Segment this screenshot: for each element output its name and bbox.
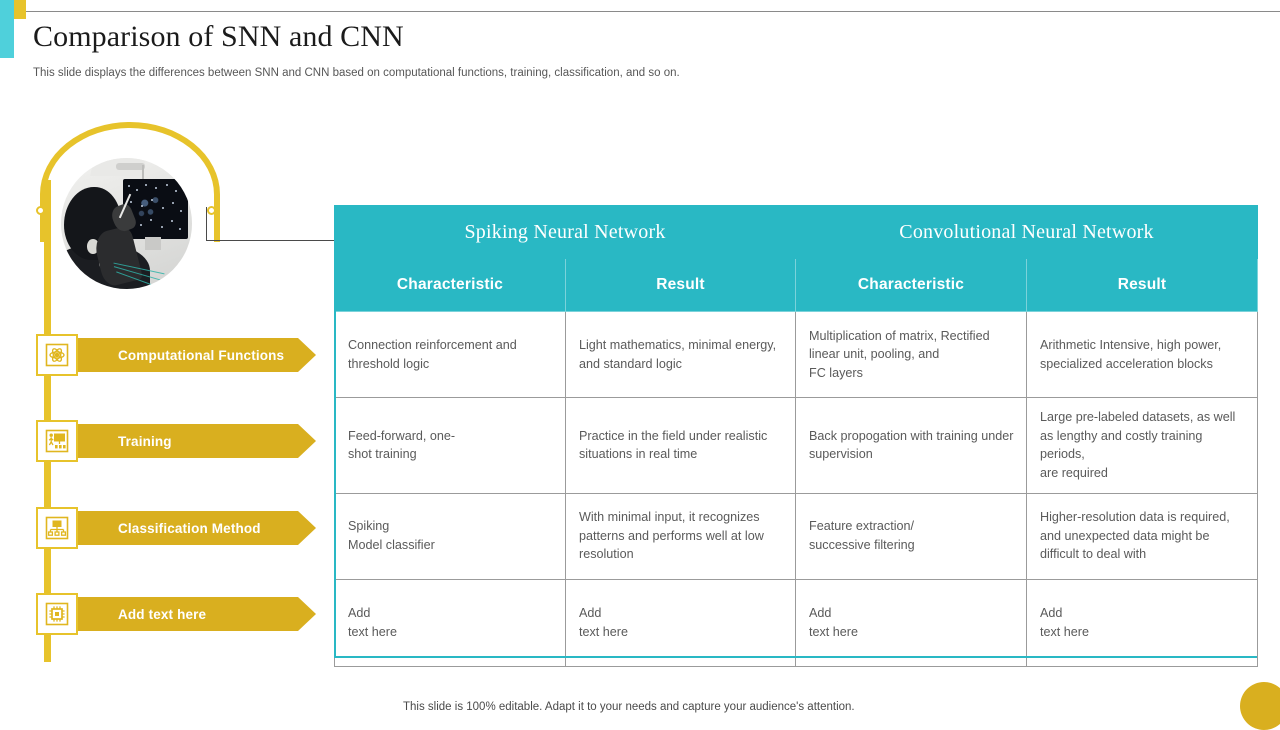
step-label: Add text here (118, 606, 207, 622)
decor-gold-bar (14, 0, 26, 19)
step-item-training[interactable]: Training (36, 420, 316, 462)
column-header-snn-result: Result (565, 258, 796, 312)
table-left-accent-edge (334, 205, 336, 658)
arc-endcap-right-icon (207, 206, 216, 215)
step-label: Training (118, 433, 172, 449)
decor-teal-bar (0, 0, 14, 58)
atom-network-icon (36, 334, 78, 376)
person-at-computer-photo (61, 158, 192, 289)
step-item-add-text-here[interactable]: Add text here (36, 593, 316, 635)
hierarchy-classification-icon (36, 507, 78, 549)
table-cell: Multiplication of matrix, Rectified line… (795, 311, 1027, 398)
table-column-header-row: Characteristic Result Characteristic Res… (334, 258, 1259, 312)
table-cell: Feature extraction/successive filtering (795, 492, 1027, 580)
step-item-computational-functions[interactable]: Computational Functions (36, 334, 316, 376)
table-cell: Feed-forward, one-shot training (334, 397, 566, 494)
page-title: Comparison of SNN and CNN (33, 20, 404, 53)
illustration-group (36, 122, 240, 289)
table-cell: Large pre-labeled datasets, as well as l… (1025, 397, 1259, 494)
step-label: Classification Method (118, 520, 261, 536)
column-header-cnn-characteristic: Characteristic (795, 258, 1027, 312)
column-header-cnn-result: Result (1025, 258, 1259, 312)
header-divider-rule (26, 11, 1280, 12)
step-arrow-shape: Computational Functions (60, 338, 316, 372)
presentation-training-icon (36, 420, 78, 462)
table-cell: Light mathematics, minimal energy, and s… (565, 311, 796, 398)
table-row: Feed-forward, one-shot training Practice… (334, 397, 1259, 494)
group-header-cnn: Convolutional Neural Network (794, 205, 1259, 259)
corner-gold-circle (1240, 682, 1280, 730)
step-arrow-shape: Training (60, 424, 316, 458)
cpu-chip-icon (36, 593, 78, 635)
table-cell: Arithmetic Intensive, high power, specia… (1025, 311, 1259, 398)
table-bottom-accent-edge (334, 656, 1257, 658)
gold-arc-frame (40, 122, 220, 242)
column-header-snn-characteristic: Characteristic (334, 258, 566, 312)
photo-to-table-connector (206, 207, 336, 241)
page-subtitle: This slide displays the differences betw… (33, 67, 680, 79)
table-cell: Connection reinforcement and threshold l… (334, 311, 566, 398)
table-group-header-row: Spiking Neural Network Convolutional Neu… (334, 205, 1259, 259)
step-arrow-shape: Add text here (60, 597, 316, 631)
table-cell: Practice in the field under realistic si… (565, 397, 796, 494)
table-row: Connection reinforcement and threshold l… (334, 311, 1259, 398)
table-cell: Higher-resolution data is required, and … (1025, 492, 1259, 580)
step-label: Computational Functions (118, 347, 285, 363)
table-cell: With minimal input, it recognizes patter… (565, 492, 796, 580)
footer-note: This slide is 100% editable. Adapt it to… (403, 701, 855, 713)
group-header-snn: Spiking Neural Network (334, 205, 796, 259)
table-cell: Back propogation with training under sup… (795, 397, 1027, 494)
step-item-classification-method[interactable]: Classification Method (36, 507, 316, 549)
step-arrow-shape: Classification Method (60, 511, 316, 545)
comparison-table: Spiking Neural Network Convolutional Neu… (334, 205, 1259, 667)
